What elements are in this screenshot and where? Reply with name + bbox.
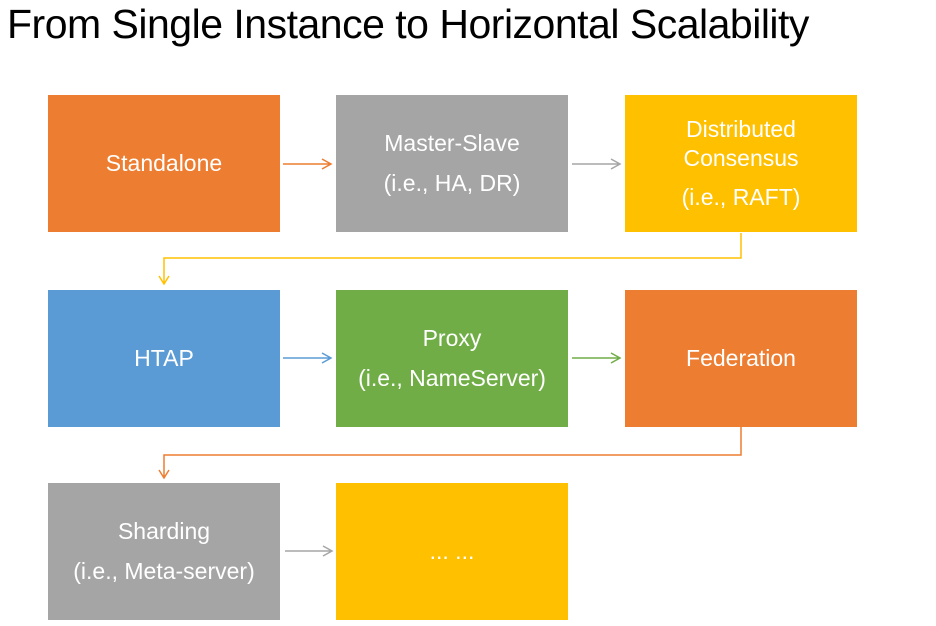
connector-distributed-consensus-to-htap	[158, 233, 742, 286]
box-sub: (i.e., RAFT)	[681, 184, 801, 211]
box-sub: (i.e., Meta-server)	[73, 558, 255, 584]
arrow-sharding-to-more	[285, 545, 334, 557]
arrow-standalone-to-master-slave	[283, 158, 333, 170]
box-label: Proxy	[422, 325, 482, 352]
box-master-slave: Master-Slave (i.e., HA, DR)	[336, 95, 568, 232]
box-more: ... ...	[336, 483, 568, 620]
box-label: Sharding	[117, 518, 211, 545]
box-proxy: Proxy (i.e., NameServer)	[336, 290, 568, 427]
box-sub: (i.e., HA, DR)	[383, 170, 521, 196]
connector-federation-to-sharding	[158, 427, 742, 480]
box-htap: HTAP	[48, 290, 280, 427]
arrow-htap-to-proxy	[283, 352, 333, 364]
box-federation: Federation	[625, 290, 857, 427]
box-sharding: Sharding (i.e., Meta-server)	[48, 483, 280, 620]
box-standalone: Standalone	[48, 95, 280, 232]
box-label: HTAP	[134, 345, 194, 372]
box-distributed-consensus: Distributed Consensus (i.e., RAFT)	[625, 95, 857, 232]
box-label: Standalone	[105, 150, 223, 177]
box-label: Distributed Consensus	[683, 115, 799, 171]
arrow-proxy-to-federation	[572, 352, 622, 364]
arrow-master-slave-to-distributed-consensus	[572, 158, 622, 170]
box-sub: (i.e., NameServer)	[358, 365, 546, 391]
box-label: ... ...	[429, 538, 475, 565]
box-label: Federation	[686, 345, 796, 372]
page-title: From Single Instance to Horizontal Scala…	[7, 1, 809, 47]
box-label: Master-Slave	[384, 130, 520, 157]
